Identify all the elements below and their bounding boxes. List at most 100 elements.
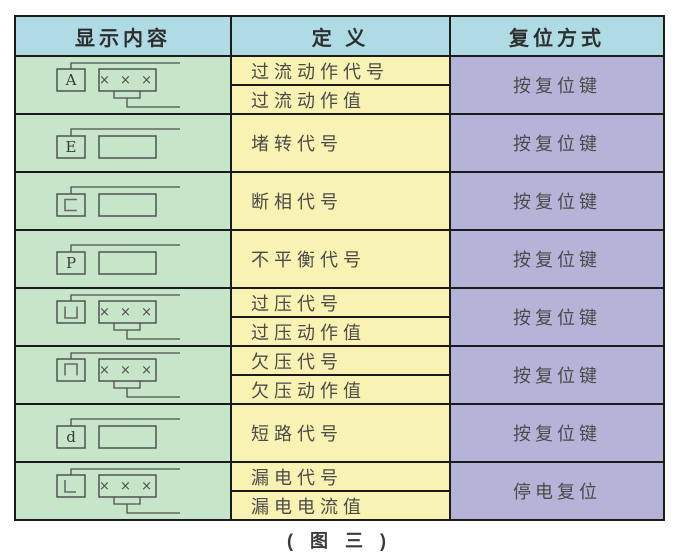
lead-line	[70, 468, 180, 475]
table-row: E 堵转代号 按复位键	[16, 115, 663, 173]
reset-cell: 按复位键	[451, 115, 663, 171]
connector-bracket	[113, 323, 141, 331]
code-box	[56, 358, 86, 382]
symbol-cell: E	[16, 115, 230, 171]
definition-text: 断相代号	[251, 192, 343, 212]
code-box	[56, 68, 86, 92]
value-box	[98, 474, 157, 498]
symbol-cell: × × ×	[16, 347, 230, 403]
symbol-cell: × × ×	[16, 463, 230, 519]
value-digits: × × ×	[99, 305, 155, 320]
definition-text: 堵转代号	[251, 134, 343, 154]
symbol-cell: × × ×	[16, 289, 230, 345]
code-box	[56, 474, 86, 498]
header-definition: 定 义	[230, 17, 451, 55]
code-letter: A	[65, 71, 77, 89]
lead-line	[70, 294, 180, 301]
definition-text: 过压代号	[232, 289, 449, 318]
connector-line	[126, 504, 180, 514]
definition-cell: 过流动作代号 过流动作值	[230, 57, 451, 113]
table-header-row: 显示内容 定 义 复位方式	[16, 17, 663, 57]
value-box	[98, 251, 157, 275]
lead-line	[70, 62, 180, 69]
segment-l-glyph	[64, 480, 76, 493]
display-symbol-phase-loss-icon	[56, 186, 180, 217]
connector-line	[126, 388, 180, 398]
definition-cell: 过压代号 过压动作值	[230, 289, 451, 345]
display-symbol-overvoltage-icon: × × ×	[56, 294, 180, 340]
definition-cell: 欠压代号 欠压动作值	[230, 347, 451, 403]
code-letter: P	[66, 254, 76, 272]
code-box	[56, 300, 86, 324]
segment-n-glyph	[64, 363, 78, 376]
symbol-cell: d	[16, 405, 230, 461]
code-box	[56, 193, 86, 217]
value-box	[98, 358, 157, 382]
lead-line	[70, 128, 180, 136]
value-digits: × × ×	[99, 363, 155, 378]
reset-cell: 按复位键	[451, 231, 663, 287]
value-box	[98, 425, 157, 449]
definition-text: 漏电电流值	[251, 496, 366, 517]
reset-cell: 按复位键	[451, 347, 663, 403]
definition-text: 过流动作代号	[232, 57, 449, 86]
connector-bracket	[113, 91, 141, 99]
reset-cell: 按复位键	[451, 57, 663, 113]
table-row: A × × × 过流动作代号 过流动作值 按复位键	[16, 57, 663, 115]
symbol-cell: P	[16, 231, 230, 287]
definition-cell: 堵转代号	[230, 115, 451, 171]
segment-u-glyph	[64, 306, 78, 319]
definition-cell: 短路代号	[230, 405, 451, 461]
fault-code-table: 显示内容 定 义 复位方式 A × × × 过流动作代号 过流动作值 按复位键	[14, 15, 665, 521]
definition-cell: 断相代号	[230, 173, 451, 229]
definition-text: 欠压动作值	[251, 380, 366, 401]
code-letter: E	[66, 138, 77, 156]
definition-text: 不平衡代号	[251, 250, 366, 270]
definition-text: 过压动作值	[251, 322, 366, 343]
table-row: P 不平衡代号 按复位键	[16, 231, 663, 289]
reset-cell: 按复位键	[451, 289, 663, 345]
lead-line	[70, 352, 180, 359]
display-symbol-overcurrent-icon: A × × ×	[56, 62, 180, 108]
definition-text: 欠压代号	[232, 347, 449, 376]
definition-text: 短路代号	[251, 424, 343, 444]
segment-c-glyph	[64, 198, 77, 212]
lead-line	[70, 244, 180, 252]
display-symbol-unbalance-icon: P	[56, 244, 180, 275]
figure-caption: ( 图 三 )	[287, 531, 392, 551]
definition-text: 漏电代号	[232, 463, 449, 492]
value-box	[98, 193, 157, 217]
table-row: 断相代号 按复位键	[16, 173, 663, 231]
reset-cell: 按复位键	[451, 173, 663, 229]
value-digits: × × ×	[99, 73, 155, 88]
value-box	[98, 135, 157, 159]
display-symbol-short-circuit-icon: d	[56, 418, 180, 449]
lead-line	[70, 418, 180, 426]
reset-cell: 按复位键	[451, 405, 663, 461]
symbol-cell: A × × ×	[16, 57, 230, 113]
value-digits: × × ×	[99, 479, 155, 494]
display-symbol-leakage-icon: × × ×	[56, 468, 180, 514]
table-row: × × × 欠压代号 欠压动作值 按复位键	[16, 347, 663, 405]
definition-text: 过流动作值	[251, 90, 366, 111]
connector-line	[126, 330, 180, 340]
table-row: × × × 过压代号 过压动作值 按复位键	[16, 289, 663, 347]
code-box	[56, 425, 86, 449]
lead-line	[70, 186, 180, 194]
table-row: × × × 漏电代号 漏电电流值 停电复位	[16, 463, 663, 519]
display-symbol-stall-icon: E	[56, 128, 180, 159]
header-display-content: 显示内容	[75, 27, 171, 50]
code-box	[56, 251, 86, 275]
table-row: d 短路代号 按复位键	[16, 405, 663, 463]
reset-cell: 停电复位	[451, 463, 663, 519]
connector-bracket	[113, 381, 141, 389]
code-letter: d	[66, 428, 76, 446]
display-symbol-undervoltage-icon: × × ×	[56, 352, 180, 398]
definition-cell: 漏电代号 漏电电流值	[230, 463, 451, 519]
value-box	[98, 300, 157, 324]
value-box	[98, 68, 157, 92]
definition-cell: 不平衡代号	[230, 231, 451, 287]
code-box	[56, 135, 86, 159]
connector-bracket	[113, 497, 141, 505]
symbol-cell	[16, 173, 230, 229]
